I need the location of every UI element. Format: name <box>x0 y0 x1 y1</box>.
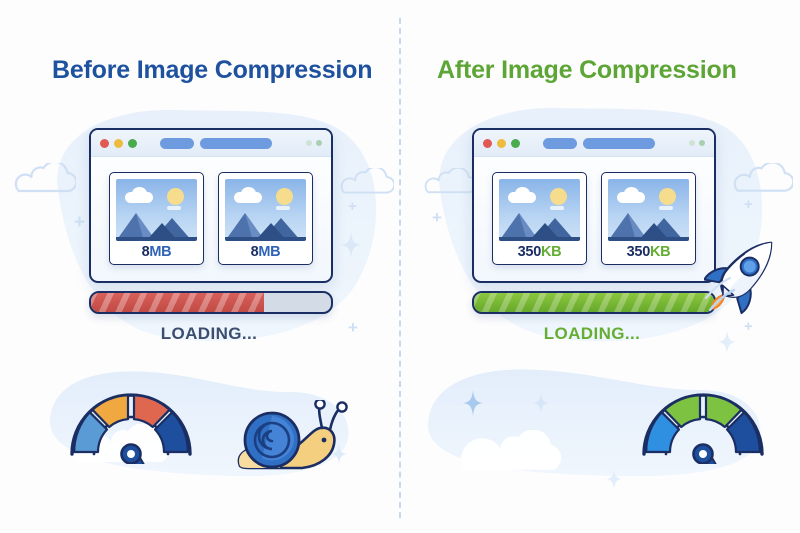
address-bar-segment-2[interactable] <box>583 137 655 149</box>
browser-titlebar-after <box>474 130 714 157</box>
plus-icon-4: + <box>432 208 442 227</box>
page-title-before: Before Image Compression <box>52 56 373 84</box>
cloud-icon-left-outer <box>14 163 76 193</box>
plus-icon-5: + <box>744 318 753 335</box>
image-thumbnail <box>608 179 689 241</box>
image-thumbnail <box>116 179 197 241</box>
image-card[interactable]: 350KB <box>492 172 587 265</box>
cloud-icon-puff <box>515 187 530 200</box>
cloud-icon-puff <box>624 187 639 200</box>
sparkle-icon-6 <box>606 468 622 490</box>
mountain-shape <box>608 213 689 241</box>
address-bar-segment-2[interactable] <box>200 137 272 149</box>
cloud-shape-right-bottom <box>461 430 562 470</box>
image-card[interactable]: 8MB <box>109 172 204 265</box>
image-thumbnail <box>225 179 306 241</box>
sparkle-icon-2 <box>718 330 736 354</box>
window-close-dot[interactable] <box>100 138 109 148</box>
progress-bar-fill <box>91 293 264 312</box>
address-bar-segment-1[interactable] <box>160 137 194 149</box>
snail-icon <box>237 400 348 470</box>
image-thumbnail <box>499 179 580 241</box>
small-cloud-accent <box>167 206 181 210</box>
plus-icon-2: + <box>348 198 357 215</box>
browser-titlebar-before <box>91 130 331 157</box>
browser-extra-dots <box>302 140 322 146</box>
sun-icon <box>167 188 184 205</box>
file-size-label: 8MB <box>225 241 306 261</box>
rocket-icon <box>704 241 773 315</box>
cloud-icon-right-inner <box>424 168 476 194</box>
browser-extra-dots <box>685 140 705 146</box>
file-size-number: 8 <box>250 244 259 260</box>
image-card[interactable]: 350KB <box>601 172 696 265</box>
window-maximize-dot[interactable] <box>128 138 137 148</box>
file-size-number: 8 <box>141 244 150 260</box>
image-card[interactable]: 8MB <box>218 172 313 265</box>
file-size-label: 8MB <box>116 241 197 261</box>
sparkle-icon-1 <box>341 232 361 258</box>
browser-dot-2 <box>699 140 705 146</box>
browser-dot-2 <box>316 140 322 146</box>
browser-dot-1 <box>689 140 695 146</box>
file-size-unit: KB <box>649 244 671 260</box>
small-cloud-accent <box>276 206 290 210</box>
mountain-shape <box>225 213 306 241</box>
address-bar-segment-1[interactable] <box>543 137 577 149</box>
plus-icon-6: + <box>744 196 753 213</box>
sun-icon <box>276 188 293 205</box>
file-size-label: 350KB <box>499 241 580 261</box>
plus-icon-3: + <box>348 318 358 337</box>
window-close-dot[interactable] <box>483 138 492 148</box>
browser-window-after[interactable]: 350KB 35 <box>472 128 716 283</box>
browser-content-after: 350KB 35 <box>474 157 714 281</box>
window-minimize-dot[interactable] <box>497 138 506 148</box>
sparkle-icon-5 <box>331 443 347 465</box>
speed-gauge-before <box>70 393 192 464</box>
status-text-before: LOADING... <box>160 324 258 343</box>
plus-icon-1: + <box>74 212 86 233</box>
sun-icon <box>659 188 676 205</box>
panel-divider <box>399 18 401 518</box>
cloud-icon-puff <box>132 187 147 200</box>
cloud-icon-puff <box>241 187 256 200</box>
cloud-icon-right-outer <box>733 163 793 192</box>
speed-gauge-after <box>642 393 764 464</box>
file-size-number: 350 <box>517 244 542 260</box>
window-minimize-dot[interactable] <box>114 138 123 148</box>
file-size-number: 350 <box>626 244 651 260</box>
file-size-unit: MB <box>149 244 172 260</box>
browser-window-before[interactable]: 8MB 8MB <box>89 128 333 283</box>
progress-bar-fill <box>474 293 714 312</box>
file-size-unit: MB <box>258 244 281 260</box>
mountain-shape <box>116 213 197 241</box>
status-text-after: LOADING... <box>543 324 641 343</box>
file-size-label: 350KB <box>608 241 689 261</box>
small-cloud-accent <box>550 206 564 210</box>
progress-bar-after[interactable] <box>472 291 716 314</box>
browser-content-before: 8MB 8MB <box>91 157 331 281</box>
browser-dot-1 <box>306 140 312 146</box>
page-title-after: After Image Compression <box>437 56 737 84</box>
file-size-unit: KB <box>540 244 562 260</box>
small-cloud-accent <box>659 206 673 210</box>
progress-bar-before[interactable] <box>89 291 333 314</box>
cloud-icon-left-inner <box>340 168 394 194</box>
window-maximize-dot[interactable] <box>511 138 520 148</box>
sparkle-icon-4 <box>533 392 549 414</box>
sparkle-icon-3 <box>463 390 483 416</box>
mountain-shape <box>499 213 580 241</box>
sun-icon <box>550 188 567 205</box>
